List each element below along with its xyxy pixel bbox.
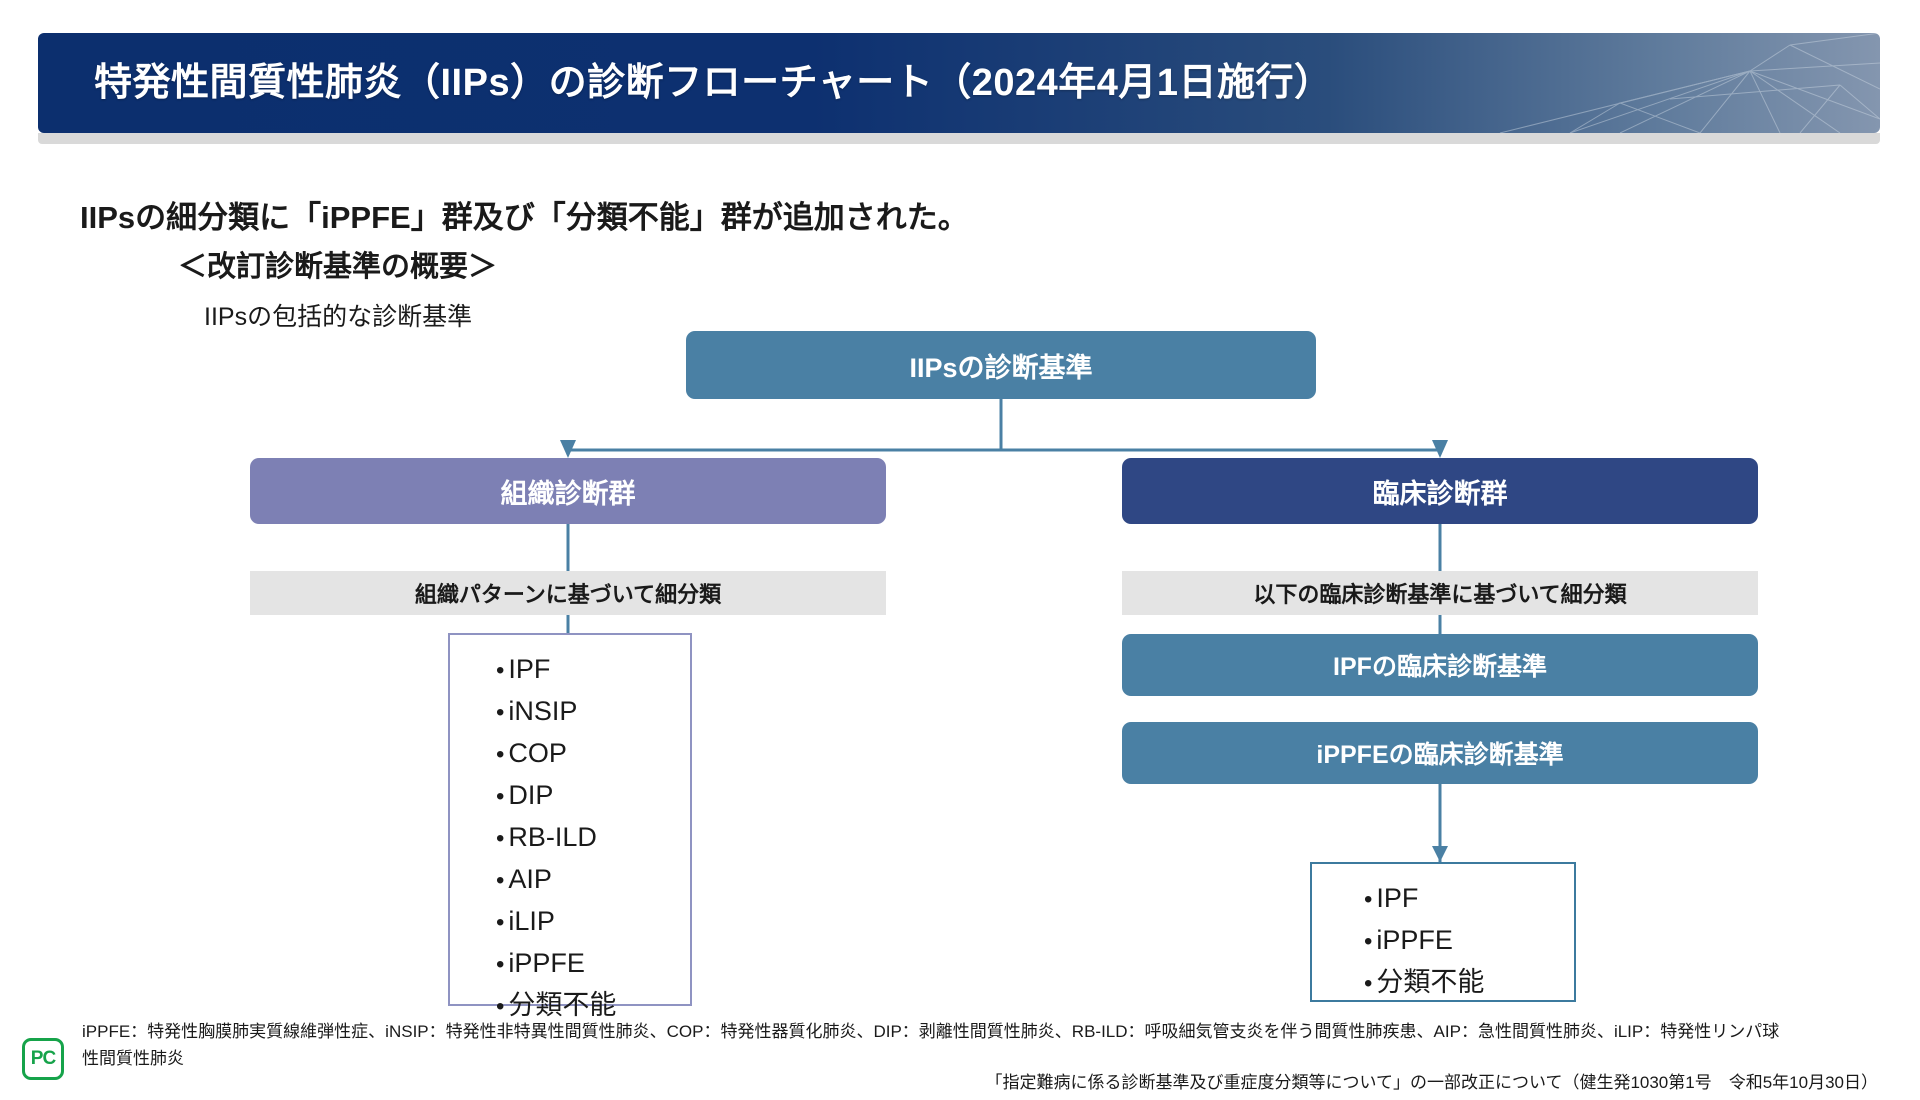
flow-box-tissue-diagnosis-group[interactable]: 組織診断群: [250, 458, 886, 524]
list-item: IPF: [1364, 878, 1574, 920]
title-underbar: [38, 133, 1880, 144]
list-item: iLIP: [496, 901, 690, 943]
list-item: IPF: [496, 649, 690, 691]
lead-statement: IIPsの細分類に「iPPFE」群及び「分類不能」群が追加された。: [80, 200, 969, 235]
abbreviation-footnote: iPPFE：特発性胸膜肺実質線維弾性症、iNSIP：特発性非特異性間質性肺炎、C…: [82, 1022, 1780, 1068]
list-item: 分類不能: [496, 985, 690, 1027]
list-item: COP: [496, 733, 690, 775]
list-item: DIP: [496, 775, 690, 817]
list-item: iPPFE: [1364, 920, 1574, 962]
list-item: iNSIP: [496, 691, 690, 733]
sub-label-clinical-criteria: 以下の臨床診断基準に基づいて細分類: [1122, 571, 1758, 615]
flow-box-ippfe-clinical-criteria[interactable]: iPPFEの臨床診断基準: [1122, 722, 1758, 784]
network-lines-pattern-icon: [1499, 33, 1880, 133]
list-item: RB-ILD: [496, 817, 690, 859]
section-heading: ＜改訂診断基準の概要＞: [178, 251, 498, 283]
pc-logo-icon: PC: [22, 1038, 64, 1080]
list-item: 分類不能: [1364, 962, 1574, 1004]
list-box-tissue-subtypes: IPF iNSIP COP DIP RB-ILD AIP iLIP iPPFE …: [448, 633, 692, 1020]
flow-box-root[interactable]: IIPsの診断基準: [686, 331, 1316, 399]
flow-box-ipf-clinical-criteria[interactable]: IPFの臨床診断基準: [1122, 634, 1758, 696]
page-title: 特発性間質性肺炎（IIPs）の診断フローチャート（2024年4月1日施行）: [94, 62, 1333, 104]
source-citation: 「指定難病に係る診断基準及び重症度分類等について」の一部改正について（健生発10…: [985, 1073, 1878, 1092]
list-box-clinical-subtypes: IPF iPPFE 分類不能: [1310, 862, 1576, 1002]
list-item: AIP: [496, 859, 690, 901]
sub-label-tissue-pattern: 組織パターンに基づいて細分類: [250, 571, 886, 615]
list-item: iPPFE: [496, 943, 690, 985]
section-subheading: IIPsの包括的な診断基準: [204, 303, 473, 331]
flow-box-clinical-diagnosis-group[interactable]: 臨床診断群: [1122, 458, 1758, 524]
page-title-bar: 特発性間質性肺炎（IIPs）の診断フローチャート（2024年4月1日施行）: [38, 33, 1880, 133]
